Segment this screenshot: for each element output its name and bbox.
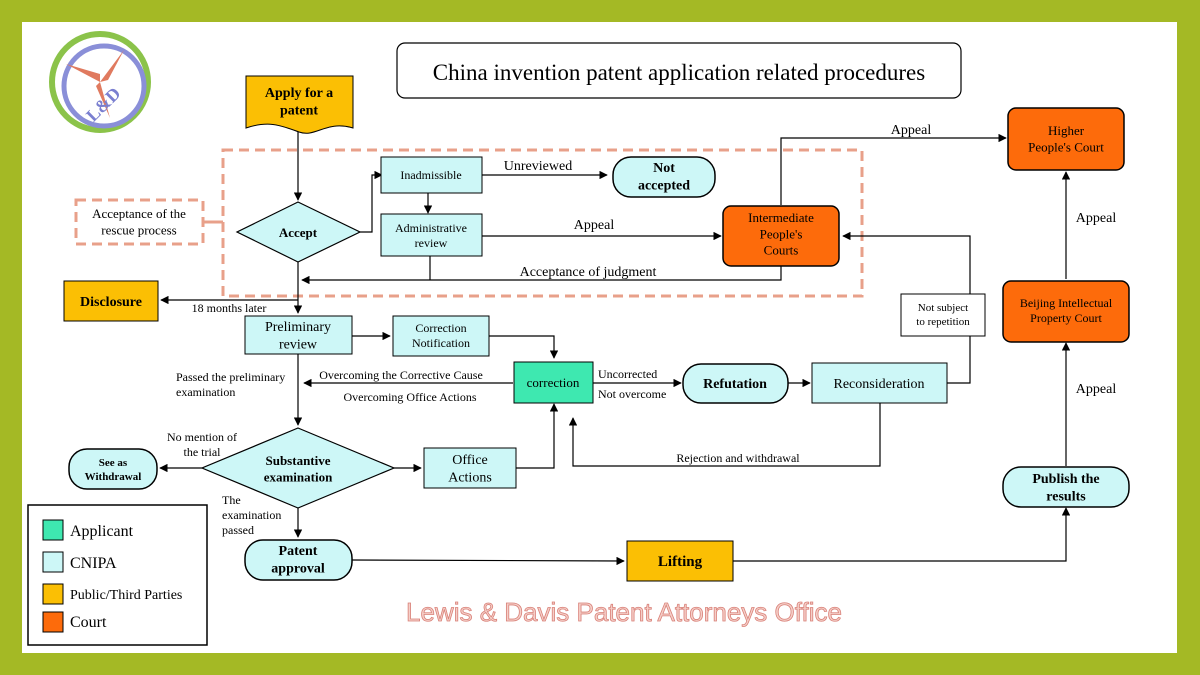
inadmissible-label: Inadmissible xyxy=(400,168,461,182)
label-not-overcome: Not overcome xyxy=(598,387,666,401)
reconsideration-label: Reconsideration xyxy=(834,377,925,392)
see-withdrawal-node xyxy=(69,449,157,489)
accept-label: Accept xyxy=(279,225,318,240)
legend-label-cnipa: CNIPA xyxy=(70,555,117,572)
label-appeal-top: Appeal xyxy=(891,123,932,138)
legend-label-public: Public/Third Parties xyxy=(70,588,182,603)
page-title: China invention patent application relat… xyxy=(433,60,925,85)
beijing-court-label: Beijing IntellectualProperty Court xyxy=(1020,296,1113,325)
label-overcoming-cause: Overcoming the Corrective Cause xyxy=(319,368,483,382)
label-appeal-beijing: Appeal xyxy=(1076,211,1117,226)
label-unreviewed: Unreviewed xyxy=(504,159,572,174)
label-appeal-admin: Appeal xyxy=(574,218,615,233)
not-subject-label: Not subjectto repetition xyxy=(916,302,970,328)
label-appeal-publish: Appeal xyxy=(1076,382,1117,397)
label-acceptance-judgment: Acceptance of judgment xyxy=(520,265,657,280)
substantive-label: Substantiveexamination xyxy=(264,453,333,484)
correction-label: correction xyxy=(527,375,580,390)
disclosure-label: Disclosure xyxy=(80,295,142,310)
legend-swatch-court xyxy=(43,612,63,632)
correction-notification-label: CorrectionNotification xyxy=(412,321,470,350)
watermark-text: Lewis & Davis Patent Attorneys Office xyxy=(406,597,842,627)
label-overcoming-actions: Overcoming Office Actions xyxy=(343,390,476,404)
legend-label-applicant: Applicant xyxy=(70,523,134,540)
legend-label-court: Court xyxy=(70,614,107,631)
lifting-label: Lifting xyxy=(658,554,703,570)
legend-swatch-cnipa xyxy=(43,552,63,572)
legend-swatch-applicant xyxy=(43,520,63,540)
label-18-months: 18 months later xyxy=(192,301,267,315)
refutation-label: Refutation xyxy=(703,377,767,392)
rescue-process-label: Acceptance of therescue process xyxy=(92,206,186,237)
label-uncorrected: Uncorrected xyxy=(598,367,657,381)
legend-swatch-public xyxy=(43,584,63,604)
label-rejection: Rejection and withdrawal xyxy=(676,451,800,465)
